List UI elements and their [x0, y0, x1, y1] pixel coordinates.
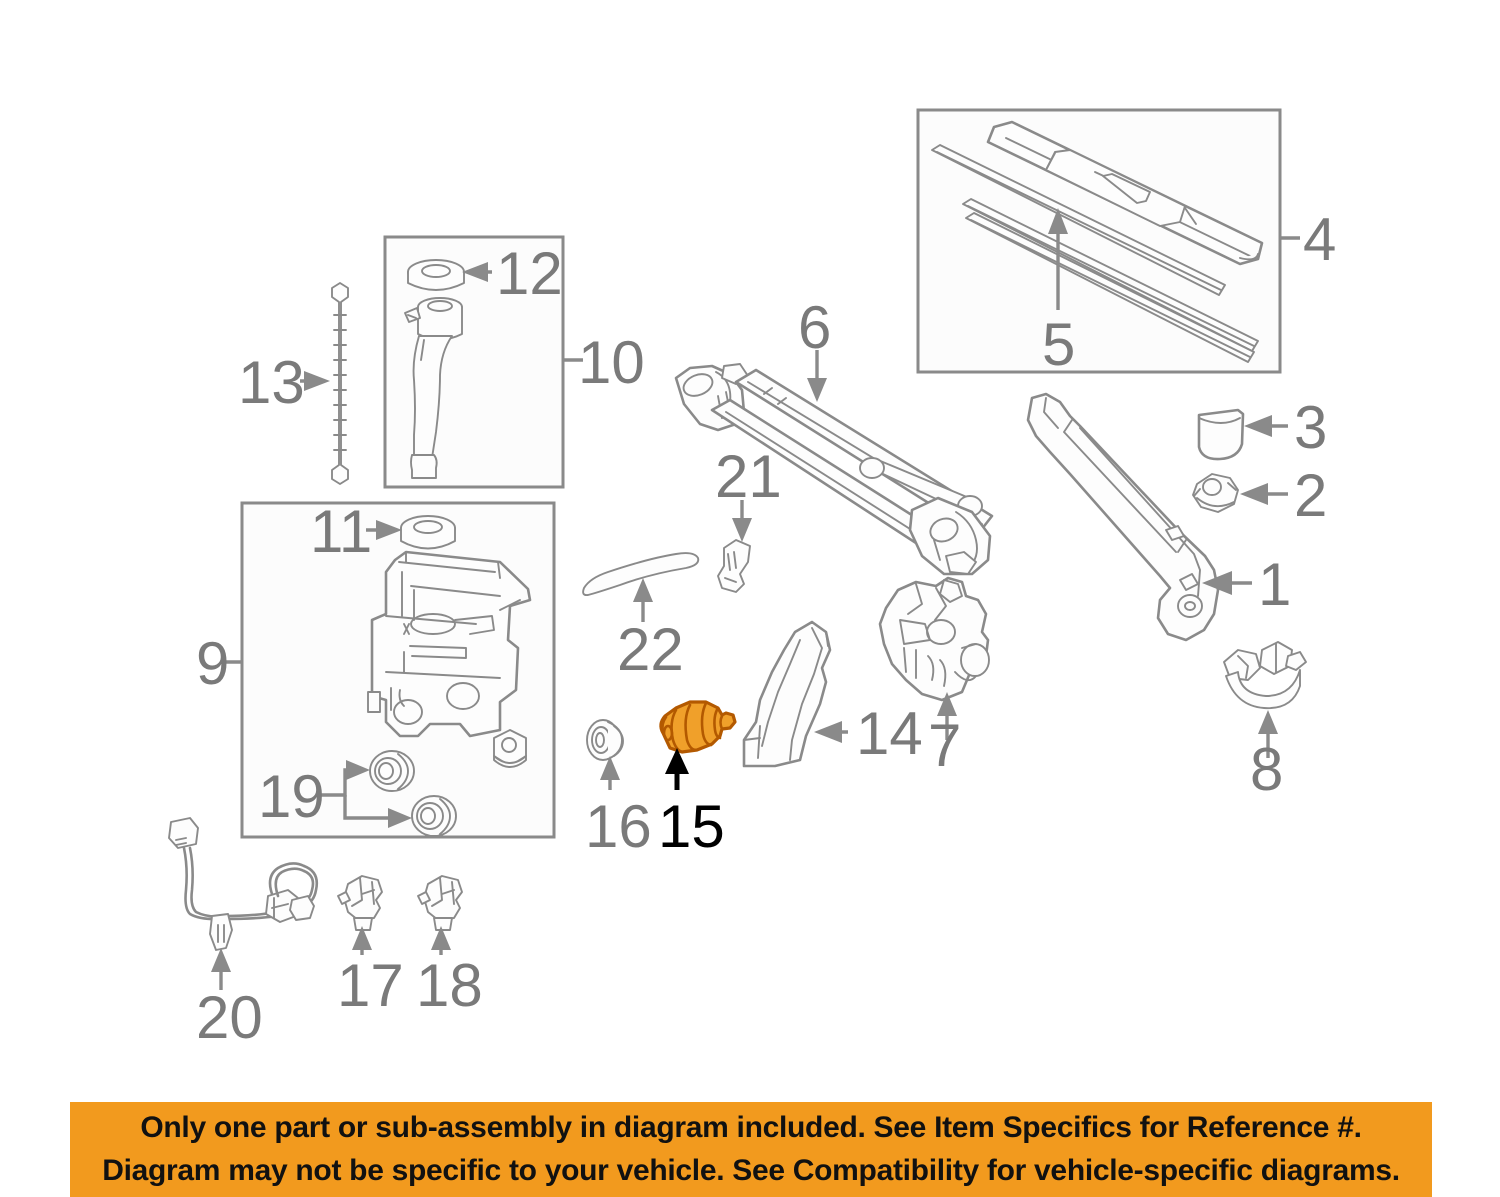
filler-neck-group-box: 12	[383, 235, 565, 489]
diagram-notice-banner: Only one part or sub-assembly in diagram…	[70, 1102, 1432, 1197]
callout-leader-15: 15	[658, 748, 725, 860]
callout-label-17: 17	[337, 952, 404, 1019]
callout-leader-21: 21	[715, 443, 782, 542]
linkage-bracket-drawing	[717, 539, 751, 593]
callout-leader-1: 1	[1202, 551, 1291, 618]
wiper-blade-refill-drawing	[962, 198, 1259, 363]
wiper-blade-strip-upper	[931, 144, 1226, 296]
callout-label-10: 10	[578, 329, 645, 396]
callout-leader-13: 13	[238, 349, 330, 416]
washer-wire-harness-drawing	[168, 817, 319, 951]
dipstick-level-gauge-drawing	[331, 282, 349, 485]
washer-nozzle-18-drawing	[417, 875, 463, 931]
callout-label-14: 14	[856, 700, 923, 767]
wiper-arm-drawing	[1026, 392, 1220, 642]
washer-pump-highlighted-drawing	[659, 700, 737, 754]
callout-leader-6: 6	[798, 294, 831, 402]
callout-leader-11: 11	[310, 498, 402, 565]
washer-tank-group-box: 11 19	[240, 498, 556, 839]
callout-leader-3: 3	[1244, 394, 1327, 461]
callout-label-4: 4	[1303, 206, 1336, 273]
callout-leader-12: 12	[462, 240, 563, 307]
callout-label-9: 9	[196, 630, 229, 697]
callout-leader-2: 2	[1240, 462, 1327, 529]
callout-leader-8: 8	[1250, 710, 1283, 803]
callout-leader-20: 20	[196, 948, 263, 1051]
callout-label-5: 5	[1042, 311, 1075, 378]
pump-grommet-drawing	[586, 719, 624, 761]
callout-label-13: 13	[238, 349, 305, 416]
filler-cap-drawing	[407, 259, 465, 291]
callout-leader-10: 10	[563, 329, 645, 396]
callout-label-3: 3	[1294, 394, 1327, 461]
callout-leader-4: 4	[1280, 206, 1336, 273]
callout-leader-14: 14	[814, 700, 923, 767]
callout-label-21: 21	[715, 443, 782, 510]
motor-bracket-drawing	[742, 620, 832, 768]
tank-mount-nut-drawing	[493, 729, 527, 768]
callout-label-20: 20	[196, 984, 263, 1051]
callout-label-18: 18	[416, 952, 483, 1019]
notice-line-1: Only one part or sub-assembly in diagram…	[140, 1110, 1362, 1144]
callout-label-11: 11	[310, 498, 372, 565]
wiper-blade-assembly-drawing	[986, 120, 1264, 266]
callout-leader-16: 16	[585, 756, 652, 860]
callout-label-22: 22	[617, 616, 684, 683]
callout-label-12: 12	[496, 240, 563, 307]
callout-label-15: 15	[658, 793, 725, 860]
callout-label-7: 7	[928, 712, 961, 779]
callout-leader-19: 19	[258, 760, 412, 830]
callout-leader-7: 7	[928, 692, 961, 779]
notice-line-2: Diagram may not be specific to your vehi…	[102, 1153, 1400, 1187]
callout-leader-9: 9	[196, 630, 242, 697]
callout-label-8: 8	[1250, 736, 1283, 803]
callout-label-6: 6	[798, 294, 831, 361]
washer-tank-drawing	[367, 550, 532, 738]
callout-leader-17: 17	[337, 926, 404, 1019]
tank-grommets-drawing	[369, 750, 457, 837]
washer-nozzle-8-drawing	[1223, 641, 1307, 710]
callout-label-16: 16	[585, 793, 652, 860]
wiper-arm-cap-drawing	[1197, 408, 1245, 461]
wiper-linkage-drawing	[674, 363, 994, 576]
callout-label-19: 19	[258, 763, 325, 830]
callout-leader-5: 5	[1042, 208, 1075, 378]
filler-neck-drawing	[404, 297, 463, 479]
washer-nozzle-17-drawing	[337, 875, 383, 931]
wiper-arm-nut-drawing	[1192, 473, 1239, 513]
callout-label-1: 1	[1258, 551, 1291, 618]
wiper-blade-group-box	[916, 108, 1282, 374]
callout-leader-18: 18	[416, 926, 483, 1019]
callout-leader-22: 22	[617, 578, 684, 683]
callout-label-2: 2	[1294, 462, 1327, 529]
tank-cap-drawing	[400, 515, 456, 550]
washer-hose-drawing	[582, 552, 700, 597]
wiper-motor-drawing	[878, 576, 990, 702]
